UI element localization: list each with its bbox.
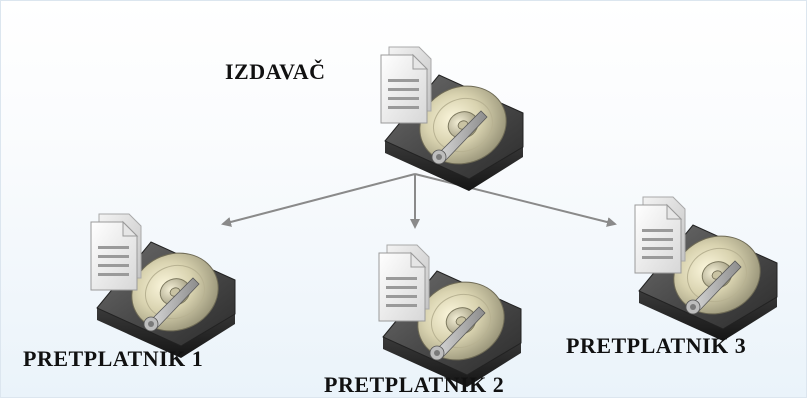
subscriber-1-label: PRETPLATNIK 1 [23, 346, 204, 371]
arrow-to-subscriber-3 [414, 173, 617, 227]
subscriber-2-document-icon [378, 244, 430, 322]
subscriber-1-document-icon [90, 213, 142, 291]
subscriber-3-label: PRETPLATNIK 3 [566, 333, 747, 358]
publisher-node [377, 41, 537, 192]
subscriber-3-node [631, 191, 791, 342]
publisher-label: IZDAVAČ [225, 59, 326, 84]
publisher-document-icon [380, 46, 432, 124]
subscriber-2-node [375, 239, 535, 389]
subscriber-3-document-icon [634, 196, 686, 274]
arrow-to-subscriber-1 [221, 173, 416, 227]
subscriber-1-node [89, 206, 249, 359]
subscriber-2-label: PRETPLATNIK 2 [324, 372, 505, 397]
